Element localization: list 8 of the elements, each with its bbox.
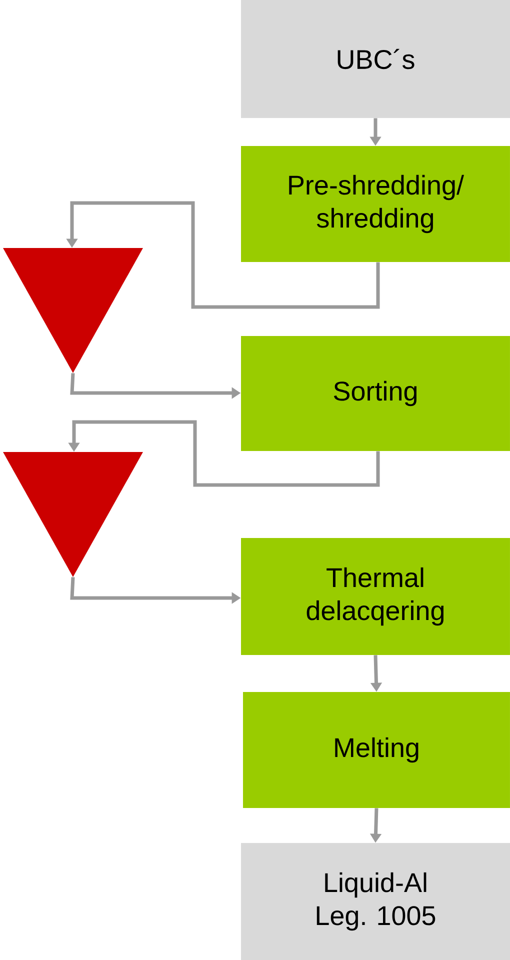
triangle-symbol (3, 248, 143, 373)
process-box: UBC´s (241, 0, 510, 118)
process-box: Sorting (241, 336, 510, 451)
process-box: Melting (243, 692, 510, 808)
process-box: Liquid-Al Leg. 1005 (241, 843, 510, 960)
process-box: Pre-shredding/ shredding (241, 146, 510, 262)
triangle-symbol (3, 452, 143, 577)
process-box: Thermal delacqering (241, 538, 510, 655)
